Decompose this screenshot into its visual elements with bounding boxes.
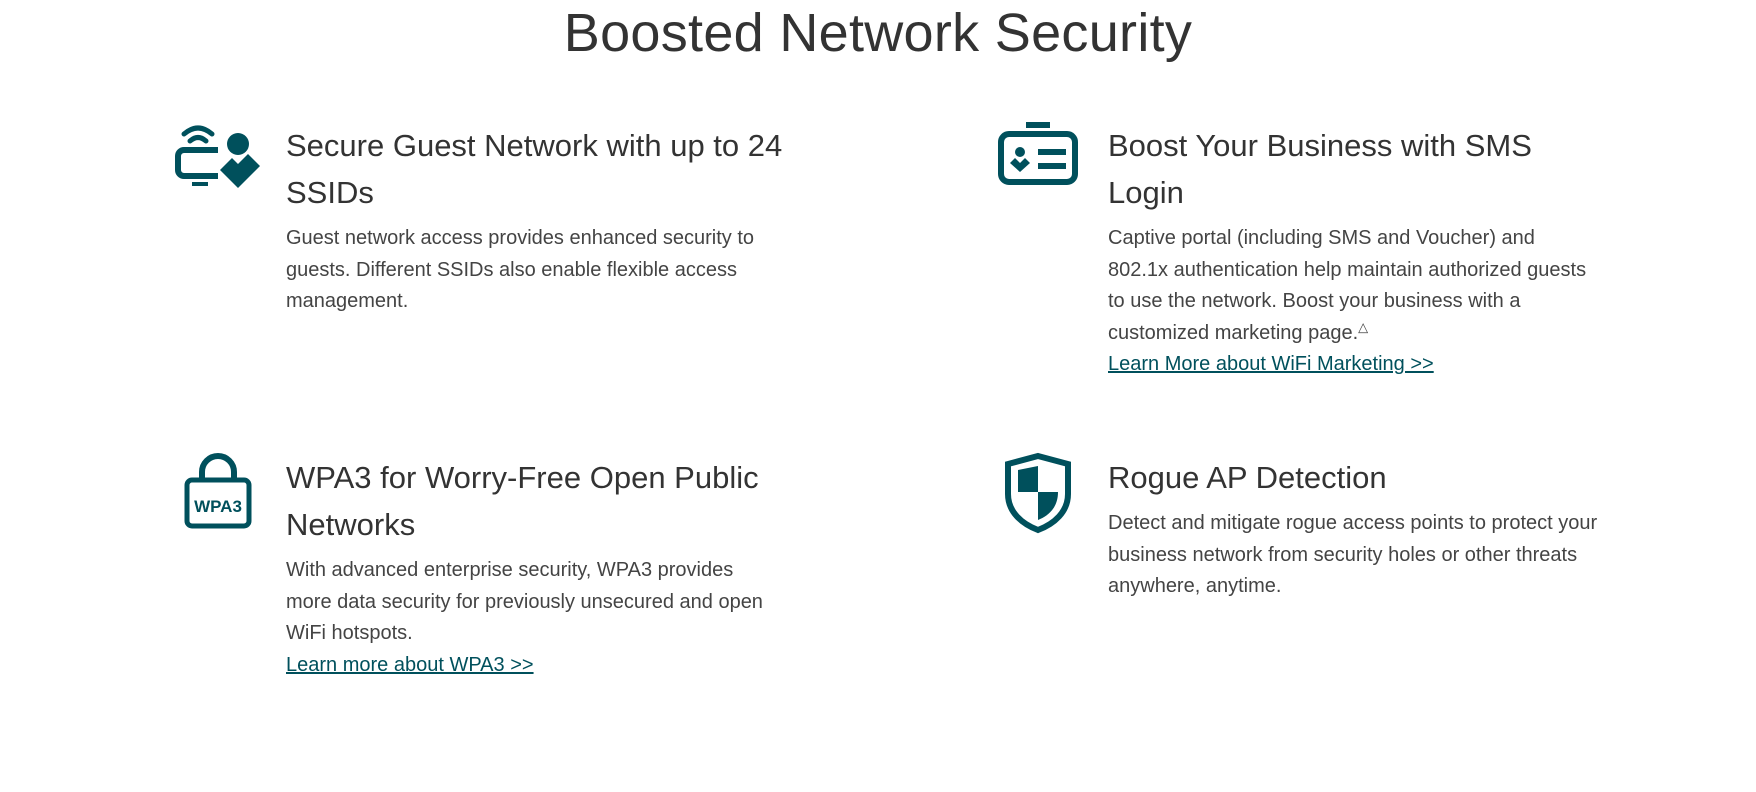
- guest-network-icon: [172, 120, 264, 192]
- feature-heading: Secure Guest Network with up to 24 SSIDs: [286, 128, 783, 210]
- footnote-marker: △: [1358, 318, 1369, 334]
- feature-rogue-ap-detection: Rogue AP Detection Detect and mitigate r…: [1108, 454, 1668, 603]
- page-title: Boosted Network Security: [563, 3, 1193, 63]
- feature-description-text: Captive portal (including SMS and Vouche…: [1108, 227, 1587, 344]
- learn-more-wpa3-link[interactable]: Learn more about WPA3 >>: [286, 653, 534, 676]
- wpa3-icon-label: WPA3: [194, 497, 242, 516]
- feature-heading: Rogue AP Detection: [1108, 460, 1387, 495]
- feature-heading: Boost Your Business with SMS Login: [1108, 128, 1532, 210]
- feature-secure-guest-network: Secure Guest Network with up to 24 SSIDs…: [286, 122, 846, 318]
- id-card-icon: [996, 120, 1080, 188]
- feature-wpa3: WPA3 for Worry-Free Open Public Networks…: [286, 454, 846, 681]
- feature-description: Guest network access provides enhanced s…: [286, 227, 755, 312]
- feature-description: Detect and mitigate rogue access points …: [1108, 512, 1598, 597]
- learn-more-wifi-marketing-link[interactable]: Learn More about WiFi Marketing >>: [1108, 353, 1434, 375]
- feature-sms-login: Boost Your Business with SMS Login Capti…: [1108, 122, 1668, 381]
- feature-description: Captive portal (including SMS and Vouche…: [1108, 223, 1598, 349]
- wpa3-lock-icon: WPA3: [182, 452, 254, 532]
- feature-description: With advanced enterprise security, WPA3 …: [286, 559, 763, 644]
- shield-icon: [1004, 452, 1072, 534]
- feature-heading: WPA3 for Worry-Free Open Public Networks: [286, 460, 759, 542]
